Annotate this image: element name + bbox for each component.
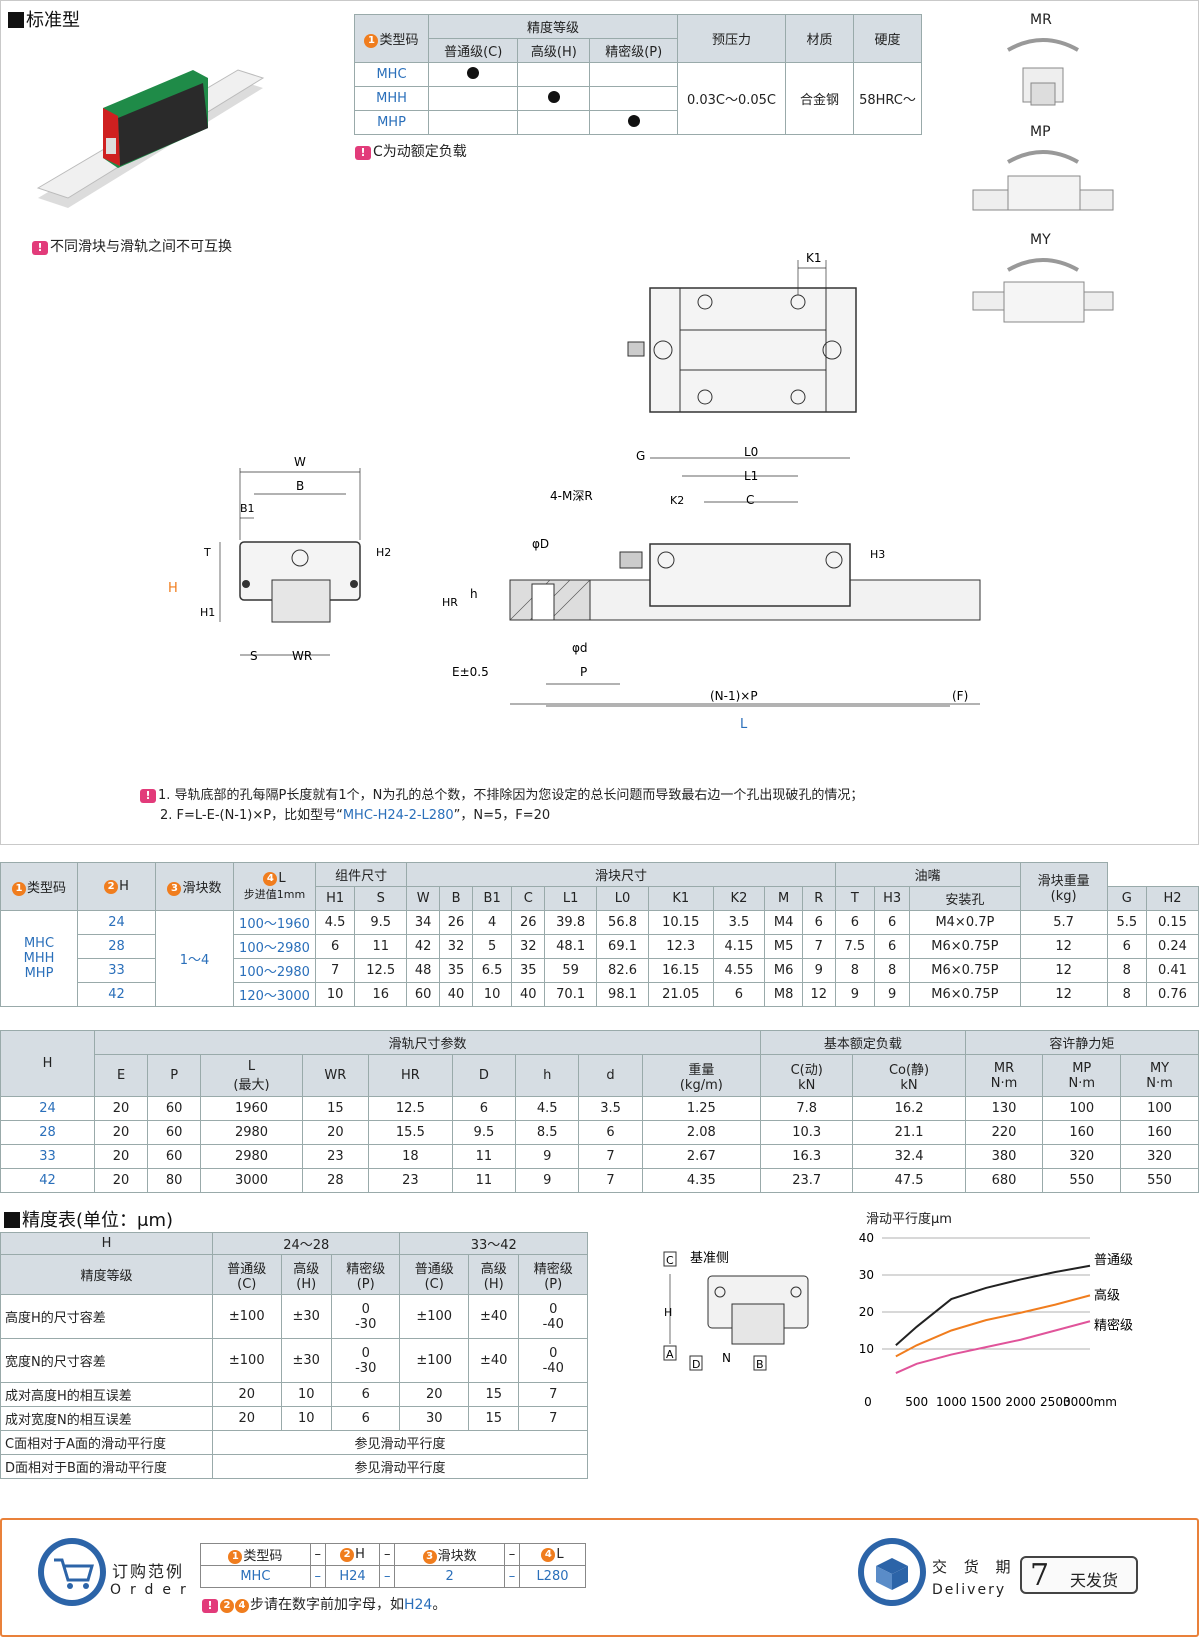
- k1-label: K1: [806, 251, 822, 265]
- reference-diagram: C 基准侧 H A D N B: [663, 1251, 809, 1371]
- y-tick-label: 10: [859, 1342, 874, 1356]
- svg-text:H: H: [664, 1306, 672, 1319]
- delivery-days-badge: 7 天发货: [1020, 1556, 1138, 1594]
- precision-title: 精度表(单位：μm): [4, 1206, 173, 1232]
- y-tick-label: 30: [859, 1268, 874, 1282]
- section-title: 标准型: [8, 6, 80, 32]
- m-label: 4-M深R: [550, 489, 593, 503]
- top-panel: [0, 0, 1199, 845]
- x-tick-label: 500: [905, 1395, 928, 1409]
- h-label: H: [168, 581, 178, 596]
- delivery-icon: [858, 1538, 926, 1606]
- order-label: 订购范例: [112, 1562, 185, 1581]
- order-label-en: Order: [110, 1582, 195, 1598]
- h1-label: H1: [200, 606, 215, 619]
- mp-diagram: [972, 150, 1114, 211]
- h2-label: H2: [376, 546, 391, 559]
- svg-text:N: N: [722, 1351, 731, 1365]
- warning-icon: !: [32, 241, 48, 255]
- s-label: S: [250, 649, 258, 663]
- series-line: [895, 1294, 1091, 1358]
- svg-text:基准侧: 基准侧: [690, 1251, 729, 1266]
- delivery-label-en: Delivery: [932, 1582, 1007, 1598]
- series-label: 高级: [1094, 1287, 1120, 1303]
- mr-diagram: [1007, 38, 1079, 106]
- hr-label: HR: [442, 596, 458, 609]
- l1-label: L1: [744, 469, 758, 483]
- c-label: C: [746, 493, 754, 507]
- l0-label: L0: [744, 445, 758, 459]
- y-tick-label: 40: [859, 1231, 874, 1245]
- mp-label: MP: [1030, 124, 1051, 140]
- w-label: W: [294, 455, 306, 469]
- front-view-drawing: W B B1 T H H1 H2 S WR: [168, 455, 391, 663]
- b1-label: B1: [240, 502, 255, 515]
- x-tick-label: 0: [864, 1395, 872, 1409]
- series-label: 精密级: [1094, 1317, 1133, 1333]
- x-tick-label: 1000: [936, 1395, 967, 1409]
- load-note: !C为动额定负载: [355, 141, 467, 161]
- svg-text:B: B: [756, 1358, 764, 1371]
- mr-label: MR: [1030, 12, 1052, 28]
- x-tick-label: 1500: [971, 1395, 1002, 1409]
- delivery-label: 交 货 期: [932, 1558, 1017, 1576]
- x-tick-label: 3000mm: [1063, 1395, 1117, 1409]
- side-view-drawing: G L0 L1 K2 C 4-M深R H3 φD h HR φd E±0.5 P…: [442, 445, 981, 732]
- np-label: (N-1)×P: [710, 689, 758, 703]
- series-label: 普通级: [1094, 1253, 1133, 1268]
- svg-text:A: A: [666, 1348, 674, 1361]
- x-tick-label: 2500: [1040, 1395, 1071, 1409]
- y-tick-label: 20: [859, 1305, 874, 1319]
- series-line: [895, 1264, 1091, 1347]
- h3-label: H3: [870, 548, 885, 561]
- cart-icon: [38, 1538, 106, 1606]
- p-label: P: [580, 665, 587, 679]
- phid-small-label: φd: [572, 641, 588, 655]
- l-label: L: [740, 717, 748, 732]
- b-label: B: [296, 479, 304, 493]
- order-box: [0, 1518, 1199, 1637]
- hsmall-label: h: [470, 587, 478, 601]
- my-diagram: [972, 258, 1114, 323]
- svg-text:D: D: [692, 1358, 700, 1371]
- e-label: E±0.5: [452, 665, 489, 679]
- phid-big-label: φD: [532, 537, 549, 551]
- top-view-drawing: K1: [627, 251, 857, 413]
- wr-label: WR: [292, 649, 312, 663]
- t-label: T: [203, 546, 211, 559]
- series-line: [895, 1320, 1091, 1374]
- my-label: MY: [1030, 232, 1051, 248]
- notes: !1. 导轨底部的孔每隔P长度就有1个，N为孔的总个数，不排除因为您设定的总长问…: [140, 786, 863, 826]
- svg-text:C: C: [666, 1254, 674, 1267]
- interchange-note: !不同滑块与滑轨之间不可互换: [32, 236, 232, 256]
- k2-label: K2: [670, 494, 684, 507]
- chart-title: 滑动平行度μm: [866, 1212, 952, 1227]
- x-tick-label: 2000: [1005, 1395, 1036, 1409]
- g-label: G: [636, 449, 645, 463]
- f-label: (F): [952, 689, 968, 703]
- product-image: [36, 69, 265, 208]
